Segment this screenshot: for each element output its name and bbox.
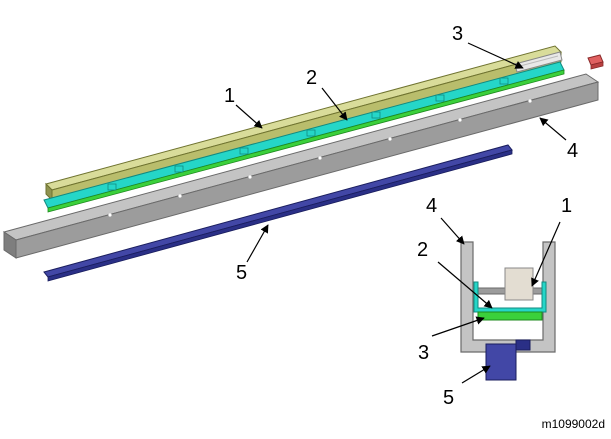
callout-inset-4: 4 — [426, 195, 438, 217]
callout-main-5: 5 — [236, 262, 248, 284]
part-1-top-cover — [45, 45, 562, 202]
callout-inset-2: 2 — [417, 239, 429, 261]
inset-leader-lines — [431, 217, 561, 384]
part-4-rail — [2, 73, 600, 259]
part-2-holder — [43, 61, 565, 213]
callout-main-1: 1 — [224, 85, 236, 107]
callout-inset-5: 5 — [443, 387, 455, 409]
callout-inset-1: 1 — [561, 195, 573, 217]
part-5-bar — [43, 144, 513, 282]
callout-main-2: 2 — [306, 67, 318, 89]
part-3-strip — [514, 51, 563, 73]
callout-main-4: 4 — [567, 140, 579, 162]
figure-id-label: m1099002d — [541, 417, 605, 431]
cross-section-inset — [460, 241, 556, 381]
connector — [587, 54, 604, 70]
callout-main-3: 3 — [452, 23, 464, 45]
main-leader-lines — [235, 42, 567, 263]
callout-inset-3: 3 — [418, 342, 430, 364]
